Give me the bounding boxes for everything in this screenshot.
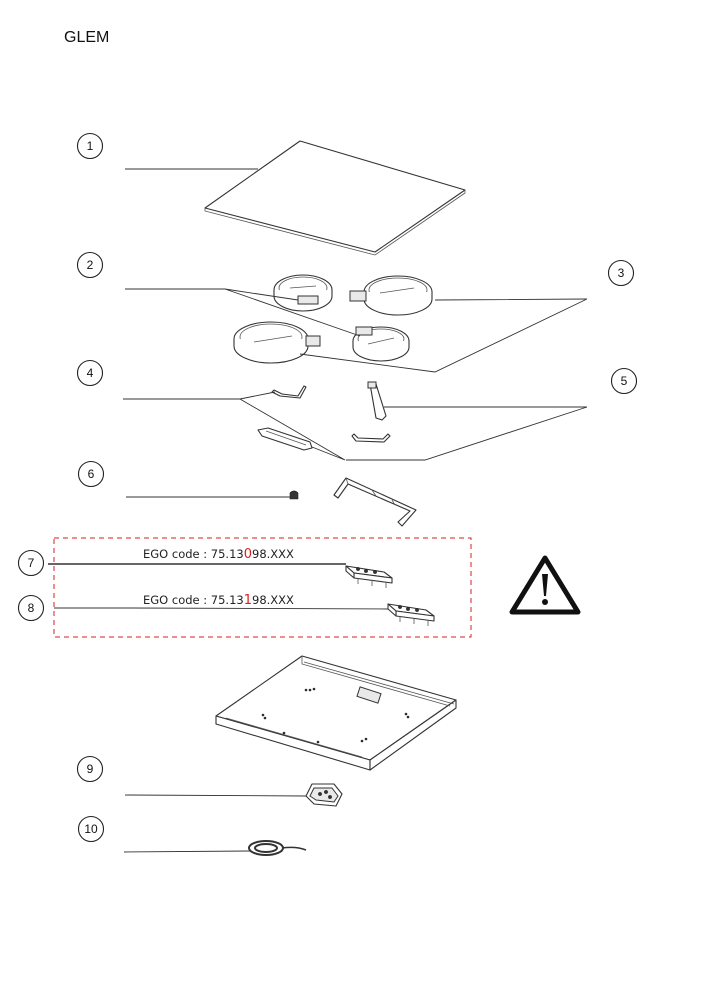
part-sensor-bracket-a[interactable] <box>271 385 307 399</box>
svg-text:EGO code : 75.13198.XXX: EGO code : 75.13198.XXX <box>143 593 294 608</box>
callout-2: 2 <box>76 251 104 279</box>
leader-10 <box>123 850 251 853</box>
part-sensor-bracket-b[interactable] <box>257 427 313 451</box>
ego-7-prefix: EGO code : 75.13 <box>143 547 244 561</box>
ego-8-suffix: 98.XXX <box>252 593 294 607</box>
part-glass-top[interactable] <box>204 140 466 256</box>
ego-7-suffix: 98.XXX <box>252 547 294 561</box>
leader-9 <box>124 794 307 797</box>
callout-8: 8 <box>17 594 45 622</box>
svg-text:EGO code : 75.13098.XXX: EGO code : 75.13098.XXX <box>143 547 294 562</box>
leader-5 <box>346 406 588 461</box>
part-heating-element-large-rear[interactable] <box>349 275 433 316</box>
part-small-connector[interactable] <box>289 490 299 500</box>
callout-4-number: 4 <box>87 366 94 380</box>
callout-8-number: 8 <box>28 601 35 615</box>
brand-label: GLEM <box>64 29 110 46</box>
callout-10: 10 <box>77 815 105 843</box>
part-bottom-casing[interactable] <box>215 655 457 771</box>
part-heating-element-small-front[interactable] <box>352 326 410 362</box>
callout-3: 3 <box>607 259 635 287</box>
part-gasket-coil[interactable] <box>248 840 307 856</box>
leader-4 <box>123 391 346 461</box>
part-heating-element-small-rear[interactable] <box>273 274 333 312</box>
part-bracket-frame[interactable] <box>333 477 417 527</box>
callout-5-number: 5 <box>621 374 628 388</box>
ego-8-highlight: 1 <box>244 593 252 608</box>
callout-1-number: 1 <box>87 139 94 153</box>
callout-2-number: 2 <box>87 258 94 272</box>
part-terminal-block-b[interactable] <box>387 603 435 626</box>
callout-1: 1 <box>76 132 104 160</box>
callout-5: 5 <box>610 367 638 395</box>
callout-6-number: 6 <box>88 467 95 481</box>
callout-9-number: 9 <box>87 762 94 776</box>
callout-4: 4 <box>76 359 104 387</box>
part-sensor-bracket-c[interactable] <box>351 433 391 443</box>
callout-9: 9 <box>76 755 104 783</box>
ego-code-box <box>53 537 472 638</box>
leader-3 <box>299 298 588 373</box>
leader-8 <box>54 607 389 610</box>
part-heating-element-large-front[interactable] <box>233 321 321 364</box>
ego-8-prefix: EGO code : 75.13 <box>143 593 244 607</box>
ego-row-8: EGO code : 75.13198.XXX <box>143 593 294 608</box>
part-mains-terminal[interactable] <box>305 783 343 807</box>
ego-7-highlight: 0 <box>244 547 252 562</box>
warning-triangle-icon <box>509 555 581 615</box>
leader-2 <box>125 288 361 337</box>
part-terminal-block-a[interactable] <box>345 565 393 588</box>
callout-3-number: 3 <box>618 266 625 280</box>
callout-7-number: 7 <box>28 556 35 570</box>
callout-6: 6 <box>77 460 105 488</box>
ego-row-7: EGO code : 75.13098.XXX <box>143 547 294 562</box>
callout-10-number: 10 <box>84 822 98 836</box>
callout-7: 7 <box>17 549 45 577</box>
part-limiter-rod[interactable] <box>367 381 387 421</box>
